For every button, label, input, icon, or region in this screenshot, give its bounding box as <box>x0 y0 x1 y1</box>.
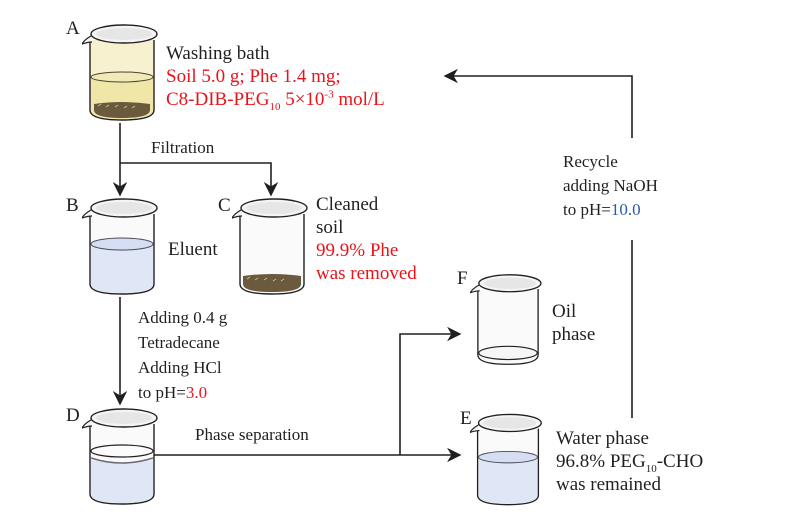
label-d: D <box>66 405 80 426</box>
surfactant-unit: mol/L <box>333 89 385 110</box>
peg-name: 96.8% PEG <box>556 451 646 472</box>
node-f-title-2: phase <box>552 324 596 345</box>
node-c-title-2: soil <box>316 217 344 238</box>
adding-tetradecane-2: Tetradecane <box>138 333 220 352</box>
adding-hcl: Adding HCl <box>138 358 222 377</box>
node-f-title-1: Oil <box>552 301 577 322</box>
surfactant-conc: 5×10 <box>280 89 325 110</box>
label-a: A <box>66 18 80 39</box>
beaker-e <box>470 413 542 506</box>
node-f-text: Oil phase <box>552 300 595 346</box>
beaker-b <box>82 198 158 295</box>
label-e: E <box>460 408 472 429</box>
ph-prefix: to pH= <box>138 383 186 402</box>
arrow-recycle-e-to-a <box>443 68 633 138</box>
recycle-naoh: adding NaOH <box>563 176 658 195</box>
label-f: F <box>457 268 468 289</box>
node-b-title: Eluent <box>168 239 218 260</box>
surfactant-exponent: -3 <box>324 88 334 101</box>
edge-recycle-text: Recycle adding NaOH to pH=10.0 <box>563 150 658 222</box>
node-a-composition: Soil 5.0 g; Phe 1.4 mg; <box>166 66 341 87</box>
edge-filtration-label: Filtration <box>151 138 215 157</box>
peg-subscript: 10 <box>645 462 657 475</box>
node-c-result-1: 99.9% Phe <box>316 240 399 261</box>
label-b: B <box>66 195 79 216</box>
surfactant-name: C8-DIB-PEG <box>166 89 270 110</box>
node-e-title: Water phase <box>556 428 649 449</box>
recycle-ph: to pH=10.0 <box>563 198 658 222</box>
ph-value-acid: 3.0 <box>185 383 208 402</box>
beaker-a <box>82 24 158 121</box>
node-c-text: Cleaned soil 99.9% Phe was removed <box>316 193 417 285</box>
node-a-text: Washing bath Soil 5.0 g; Phe 1.4 mg; C8-… <box>166 42 385 113</box>
label-c: C <box>218 195 231 216</box>
ph-prefix-base: to pH= <box>563 200 611 219</box>
node-a-surfactant: C8-DIB-PEG10 5×10-3 mol/L <box>166 88 385 113</box>
ph-value-base: 10.0 <box>610 200 641 219</box>
edge-phase-separation-label: Phase separation <box>195 425 309 444</box>
node-a-title: Washing bath <box>166 43 270 64</box>
beaker-c <box>232 198 308 295</box>
beaker-d <box>82 408 158 505</box>
adding-tetradecane-1: Adding 0.4 g <box>138 308 228 327</box>
node-e-retained: 96.8% PEG10-CHO <box>556 450 704 475</box>
node-c-result-2: was removed <box>316 263 417 284</box>
node-c-title-1: Cleaned <box>316 194 379 215</box>
recycle-label: Recycle <box>563 152 618 171</box>
beaker-f <box>470 274 542 365</box>
node-e-remained: was remained <box>556 474 661 495</box>
peg-suffix: -CHO <box>656 451 704 472</box>
node-e-text: Water phase 96.8% PEG10-CHO was remained <box>556 427 703 496</box>
adding-ph: to pH=3.0 <box>138 380 227 405</box>
edge-b-to-d-text: Adding 0.4 g Tetradecane Adding HCl to p… <box>138 305 227 405</box>
arrow-d-to-f <box>399 326 462 455</box>
arrow-a-to-c <box>120 162 279 197</box>
surfactant-subscript: 10 <box>269 100 281 113</box>
